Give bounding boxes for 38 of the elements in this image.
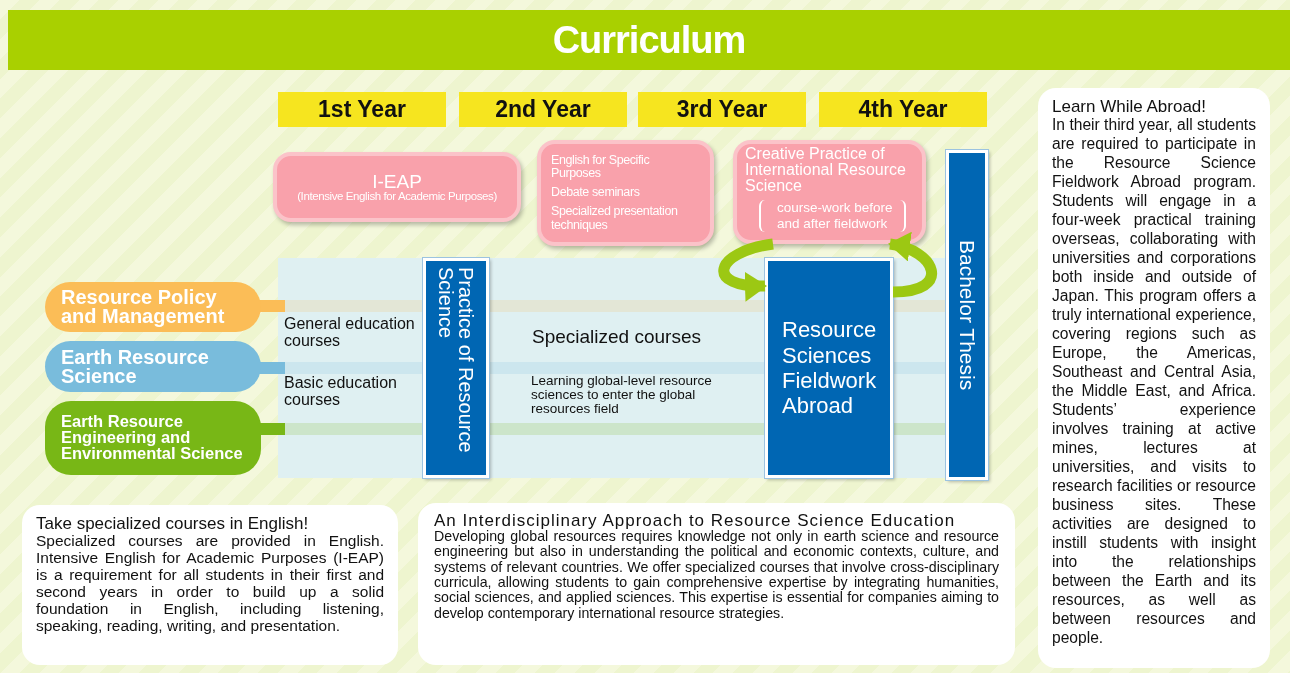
course-label: Learning global-level resource sciences to enter the global resources field bbox=[531, 374, 713, 417]
course-label: Basic education courses bbox=[284, 375, 398, 409]
course-bar bbox=[946, 150, 988, 480]
track-pill: Earth Resource Science bbox=[45, 341, 261, 392]
course-item: Debate seminars bbox=[551, 186, 640, 200]
year-band: 4th Year bbox=[819, 92, 987, 127]
course-name: Bachelor Thesis bbox=[956, 239, 978, 391]
course-title: I-EAP bbox=[372, 171, 422, 191]
course-name: Practice of Resource Science bbox=[436, 267, 476, 455]
card-heading: Learn While Abroad! bbox=[1052, 98, 1208, 115]
curved-arrow bbox=[718, 238, 774, 301]
course-box bbox=[765, 258, 893, 478]
course-label: Specialized courses bbox=[532, 327, 702, 347]
course-item: Specialized presentation techniques bbox=[551, 205, 679, 232]
course-bar bbox=[423, 258, 489, 478]
course-title: Creative Practice of International Resource Science bbox=[745, 146, 907, 194]
bracketed-note: course-work before and after fieldwork bbox=[759, 200, 906, 233]
year-band: 2nd Year bbox=[459, 92, 627, 127]
info-card bbox=[22, 505, 398, 665]
card-text: In their third year, all students are required to participate in the Resource Science Fieldwork Abroad program. Students will engage in a four-week practical training overseas, collaborating with universities and corporations both inside and outside of Japan. This program offers a truly international experience, covering regions such as Europe, the Americas, Southeast and Central Asia, the Middle East, and Africa. Students’ experience involves training at active mines, lectures at universities, and visits to research facilities or resource business sites. These activities are designed to instill students with insight into the relationships between the Earth and its resources, as well as between resources and people. bbox=[1052, 115, 1256, 648]
title: Curriculum bbox=[552, 18, 746, 62]
year-band: 3rd Year bbox=[638, 92, 806, 127]
track-pill: Resource Policy and Management bbox=[45, 282, 261, 332]
info-card bbox=[418, 503, 1015, 665]
course-label: General education courses bbox=[284, 316, 416, 350]
course-name: Resource Sciences Fieldwork Abroad bbox=[781, 317, 878, 419]
info-card bbox=[1038, 88, 1270, 668]
course-box bbox=[733, 140, 926, 244]
course-item: English for Specific Purposes bbox=[551, 154, 651, 181]
year-band: 1st Year bbox=[278, 92, 446, 127]
card-heading: An Interdisciplinary Approach to Resource Science Education bbox=[434, 512, 957, 529]
card-text: Developing global resources requires knowledge not only in earth science and resource engineering but also in understanding the political and economic contexts, culture, and systems of relevant countries. We offer specialized courses that involve cross-disciplinary curricula, allowing students to gain comprehensive expertise by integrating humanities, social sciences, and applied sciences. This expertise is essential for companies aiming to develop contemporary international resource strategies. bbox=[434, 529, 999, 621]
card-heading: Take specialized courses in English! bbox=[36, 515, 310, 532]
track-pill: Earth Resource Engineering and Environmental Science bbox=[45, 401, 261, 475]
course-box bbox=[273, 152, 521, 222]
course-box bbox=[537, 140, 714, 246]
card-text: Specialized courses are provided in English. Intensive English for Academic Purposes (I-EAP) is a requirement for all students in their first and second years in order to build up a solid foundation in English, including listening, speaking, reading, writing, and presentation. bbox=[36, 532, 384, 635]
course-subtitle: (Intensive English for Academic Purposes) bbox=[297, 190, 497, 203]
